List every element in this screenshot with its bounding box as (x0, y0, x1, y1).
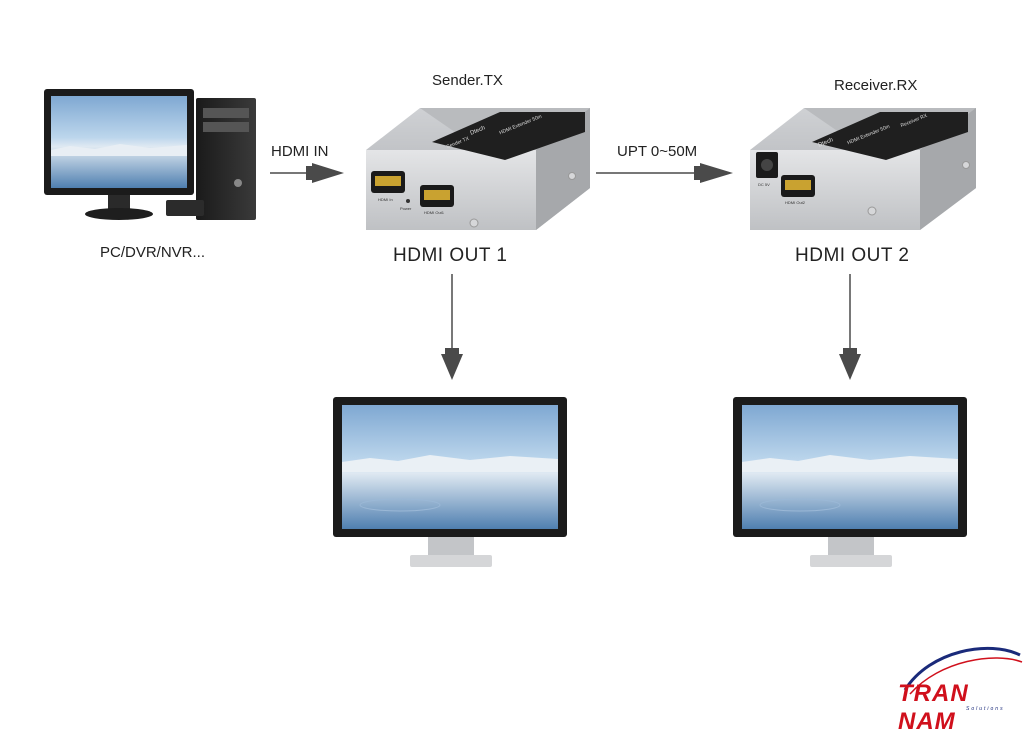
receiver-port-out-label: HDMI Out2 (785, 200, 806, 205)
receiver-device (750, 108, 976, 230)
logo-swoosh-icon (903, 647, 1023, 695)
sender-hdmi-in-port (371, 171, 405, 193)
source-label: PC/DVR/NVR... (100, 244, 206, 261)
display-monitor-1-icon (333, 397, 567, 567)
receiver-title: Receiver.RX (834, 77, 918, 94)
sender-title: Sender.TX (432, 72, 503, 89)
receiver-hdmi-out-port (781, 175, 815, 197)
link-distance-label: UPT 0~50M (617, 143, 698, 160)
sender-power-led (406, 199, 410, 203)
logo-name: TRAN NAM (898, 680, 969, 735)
sender-power-label: Power (400, 206, 412, 211)
hdmi-out-2-label: HDMI OUT 2 (795, 245, 910, 266)
hdmi-out-1-label: HDMI OUT 1 (393, 245, 508, 266)
arrow-hdmi-in (270, 163, 344, 183)
receiver-dc-port (756, 152, 778, 178)
sender-port-out-label: HDMI Out1 (424, 210, 445, 215)
arrow-down-1 (441, 274, 463, 380)
arrow-down-2 (839, 274, 861, 380)
sender-hdmi-out-port (420, 185, 454, 207)
sender-port-in-label: HDMI In (378, 197, 393, 202)
receiver-dc-label: DC 5V (758, 182, 770, 187)
hdmi-in-label: HDMI IN (271, 143, 329, 160)
arrow-link (596, 163, 733, 183)
display-monitor-2-icon (733, 397, 967, 567)
source-pc (44, 89, 256, 220)
pc-tower-icon (166, 98, 256, 220)
logo-tagline: Solutions (966, 706, 1005, 712)
pc-monitor-icon (44, 89, 194, 220)
sender-device (366, 108, 590, 230)
